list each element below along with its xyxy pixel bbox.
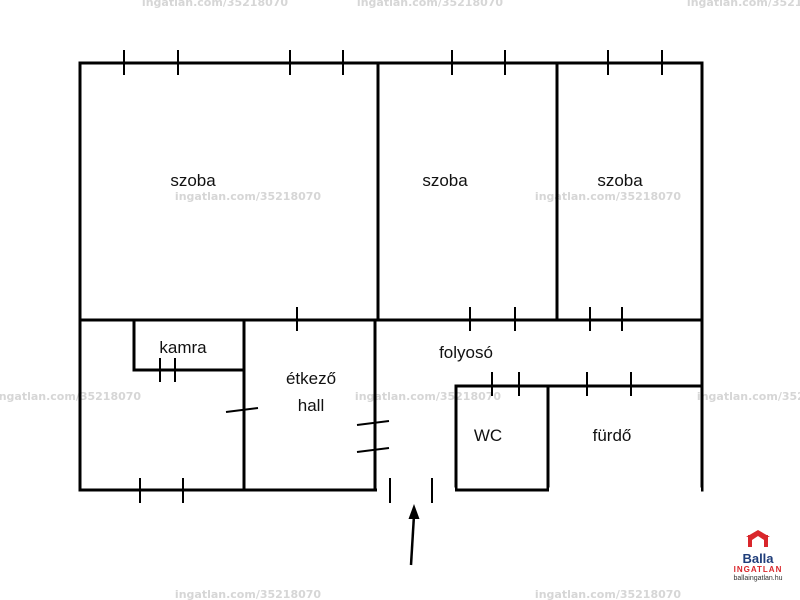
watermark: ingatlan.com/35218070 [687,0,800,9]
walls [78,61,704,492]
house-icon [746,530,770,547]
watermark: ingatlan.com/35218070 [142,0,288,9]
logo-subtitle: INGATLAN [733,565,783,574]
logo-name: Balla [742,551,774,566]
openings [123,50,663,503]
room-label-szoba-1: szoba [170,171,216,190]
watermark: ingatlan.com/35218070 [697,390,800,403]
room-label-wc: WC [474,426,502,445]
logo-url: ballaingatlan.hu [733,575,783,582]
room-labels: szoba szoba szoba kamra étkező hall foly… [159,171,643,445]
arrow-up-icon [408,504,420,566]
watermark: ingatlan.com/35218070 [535,588,681,600]
balla-ingatlan-logo: Balla INGATLAN ballaingatlan.hu [722,530,794,582]
room-label-hall: hall [298,396,324,415]
watermark: ingatlan.com/35218070 [535,190,681,203]
watermark: ingatlan.com/35218070 [357,0,503,9]
kamra-wall [132,318,246,372]
room-label-folyoso: folyosó [439,343,493,362]
watermark: ingatlan.com/35218070 [175,190,321,203]
room-label-szoba-2: szoba [422,171,468,190]
door-mark [356,420,390,426]
watermark: ingatlan.com/35218070 [175,588,321,600]
door-mark [225,407,259,413]
door-mark [356,447,390,453]
watermark: ingatlan.com/35218070 [0,390,141,403]
room-label-szoba-3: szoba [597,171,643,190]
watermark: ingatlan.com/35218070 [355,390,501,403]
room-label-furdo: fürdő [593,426,632,445]
room-label-etkezo: étkező [286,369,336,388]
room-label-kamra: kamra [159,338,207,357]
